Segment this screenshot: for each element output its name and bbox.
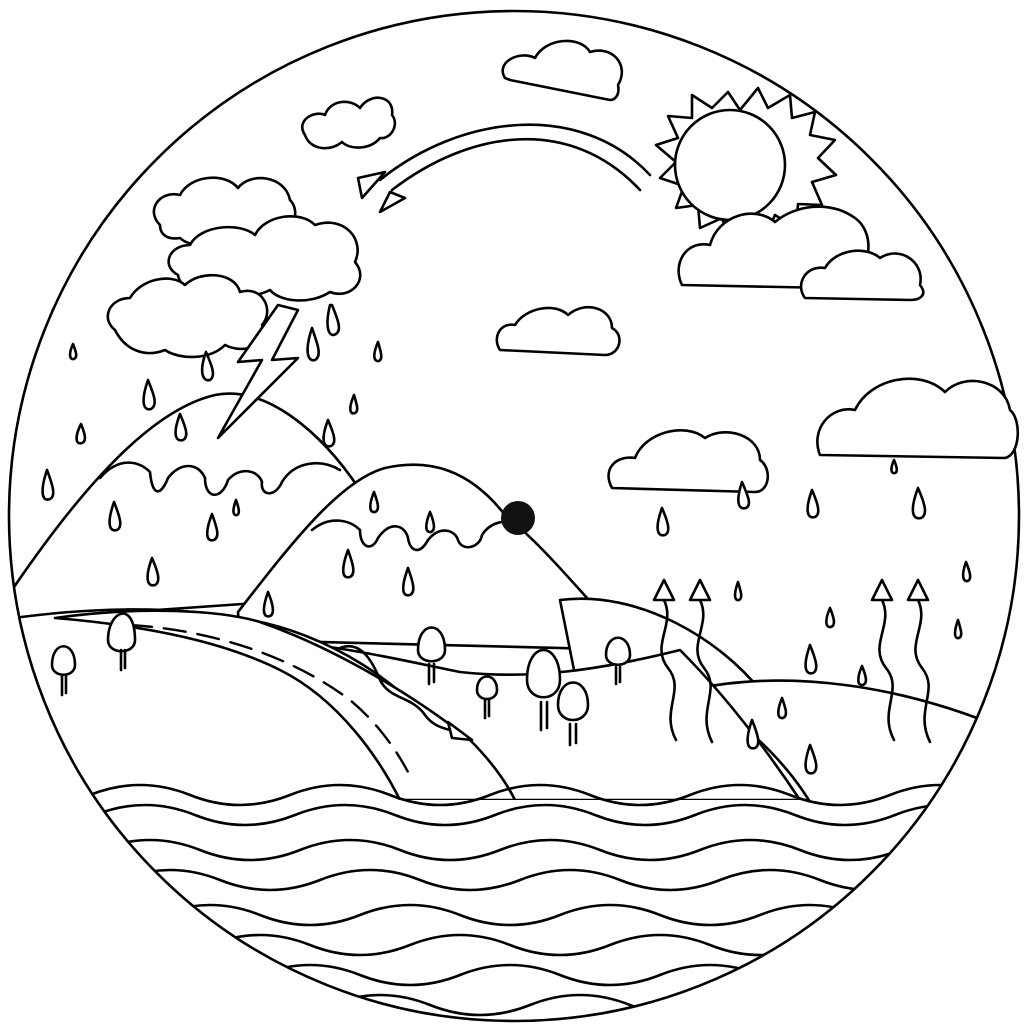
raindrop-icon <box>144 380 155 409</box>
cloud-icon <box>497 307 620 355</box>
raindrop-icon <box>913 488 925 518</box>
raindrop-icon <box>891 460 896 473</box>
raindrop-icon <box>858 666 866 685</box>
cycle-arrow-arc <box>358 125 650 212</box>
marker-dot <box>501 501 535 535</box>
raindrop-icon <box>735 582 741 600</box>
raindrop-icon <box>374 342 381 361</box>
ocean <box>0 785 1027 1031</box>
raindrop-icon <box>43 470 54 500</box>
raindrop-icon <box>826 608 834 627</box>
raindrop-icon <box>350 395 357 413</box>
raindrop-icon <box>308 328 319 360</box>
raindrop-icon <box>233 500 238 515</box>
raindrop-icon <box>77 424 85 443</box>
raindrop-icon <box>70 344 76 359</box>
raindrop-icon <box>963 562 970 581</box>
cloud-icon <box>302 98 395 148</box>
raindrop-icon <box>328 305 339 335</box>
arrow-icon <box>358 172 385 198</box>
raindrop-icon <box>202 352 213 380</box>
raindrop-icon <box>658 508 669 535</box>
cloud-icon <box>817 379 1017 458</box>
raindrop-icon <box>806 645 817 673</box>
cloud-icon <box>503 41 622 100</box>
raindrop-icon <box>324 420 335 446</box>
raindrop-icon <box>955 620 961 638</box>
arrow-icon <box>380 192 405 212</box>
cloud-icon <box>609 430 768 492</box>
raindrop-icon <box>808 490 819 517</box>
